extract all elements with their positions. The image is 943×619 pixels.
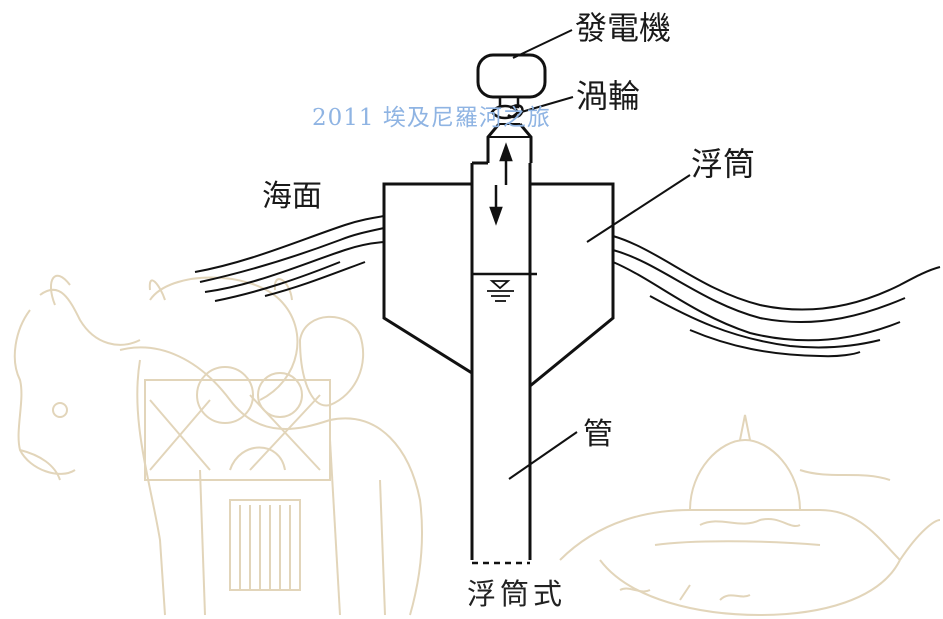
generator-pointer-line bbox=[512, 29, 573, 59]
buoy-label: 浮筒 bbox=[691, 145, 756, 183]
background-sketch bbox=[13, 274, 941, 617]
water-level-icon bbox=[487, 280, 514, 302]
sea-surface-label: 海面 bbox=[262, 179, 322, 214]
sea-waves-left bbox=[194, 215, 385, 302]
donkey-load-sketch-icon bbox=[144, 276, 365, 591]
pipe bbox=[470, 161, 532, 560]
pipe-label: 管 bbox=[583, 417, 613, 452]
pipe-pointer-line bbox=[508, 431, 578, 480]
lamp-sketch-icon bbox=[559, 414, 941, 617]
sea-waves-right bbox=[612, 235, 941, 358]
generator-label: 發電機 bbox=[575, 9, 672, 47]
watermark-text: 2011 埃及尼羅河之旅 bbox=[312, 105, 551, 131]
turbine-label: 渦輪 bbox=[576, 77, 641, 115]
turbine-pointer-line bbox=[517, 96, 574, 114]
generator-box bbox=[476, 53, 547, 99]
donkey-sketch-icon bbox=[13, 274, 423, 616]
diagram-caption: 浮筒式 bbox=[467, 577, 567, 611]
airflow-arrows-icon bbox=[489, 142, 513, 226]
buoy-pointer-line bbox=[586, 174, 691, 243]
